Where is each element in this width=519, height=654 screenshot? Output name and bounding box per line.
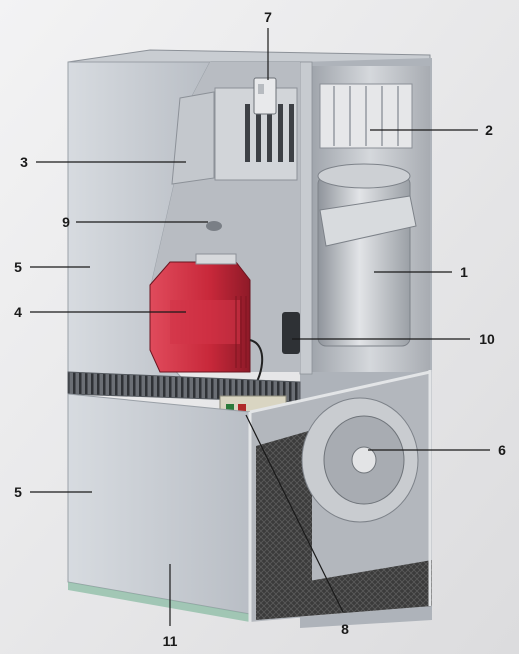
air-filter bbox=[256, 430, 312, 604]
callout-5-upper: 5 bbox=[14, 259, 22, 275]
baffle-plate bbox=[319, 195, 417, 247]
leader-8 bbox=[245, 414, 344, 613]
filter-base bbox=[256, 560, 432, 620]
cabinet-frame bbox=[248, 370, 432, 622]
front-panel-lower bbox=[67, 393, 251, 615]
callout-10: 10 bbox=[479, 331, 495, 347]
callout-3: 3 bbox=[20, 154, 28, 170]
oil-burner bbox=[149, 253, 251, 373]
callout-11: 11 bbox=[163, 633, 178, 649]
center-divider bbox=[299, 61, 313, 375]
callout-8: 8 bbox=[341, 621, 349, 637]
flue-collector bbox=[319, 83, 413, 149]
panel-base bbox=[68, 582, 250, 622]
callout-6: 6 bbox=[498, 442, 506, 458]
callout-5-lower: 5 bbox=[14, 484, 22, 500]
draft-diverter bbox=[171, 87, 298, 185]
sight-port bbox=[206, 221, 222, 231]
leader-lines bbox=[30, 28, 490, 626]
limit-control bbox=[253, 77, 277, 115]
heat-exchanger bbox=[317, 163, 417, 347]
blower-fan bbox=[301, 397, 419, 523]
callout-9: 9 bbox=[62, 214, 70, 230]
callout-2: 2 bbox=[485, 122, 493, 138]
callout-1: 1 bbox=[460, 264, 468, 280]
callout-4: 4 bbox=[14, 304, 22, 320]
callout-7: 7 bbox=[264, 9, 272, 25]
